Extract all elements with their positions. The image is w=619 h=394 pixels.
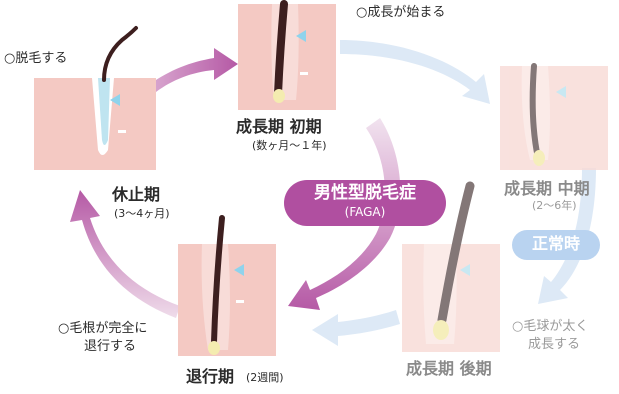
anagen-mid-title: 成長期 中期 (504, 179, 590, 198)
anagen-late-note-line2: 成長する (528, 337, 581, 352)
anagen-early-note: ○成長が始まる (356, 5, 446, 20)
telogen-follicle-icon (34, 26, 156, 170)
faga-pill-shape (284, 180, 446, 226)
arrow-telogen-to-anagen (150, 48, 238, 92)
normal-label: 正常時 (531, 234, 580, 253)
faga-abbreviation: (FAGA) (344, 205, 386, 219)
anagen-mid-follicle-icon (500, 63, 608, 170)
anagen-late-title: 成長期 後期 (406, 359, 492, 378)
arrow-faga-shortcut (288, 118, 401, 310)
anagen-late-follicle-icon (402, 181, 500, 352)
anagen-early-title: 成長期 初期 (236, 117, 322, 136)
telogen-title: 休止期 (112, 185, 161, 204)
anagen-late-note-line1: ○毛球が太く (512, 319, 589, 334)
telogen-note: ○脱毛する (4, 51, 68, 66)
catagen-note-line2: 退行する (84, 339, 137, 354)
arrow-early-to-mid (340, 40, 490, 104)
arrow-late-to-catagen (312, 310, 400, 346)
catagen-follicle-icon (178, 215, 276, 356)
faga-label: 男性型脱毛症 (314, 183, 416, 203)
normal-pill-shape (512, 230, 600, 260)
catagen-title: 退行期 (186, 367, 235, 386)
telogen-duration: (3〜4ヶ月) (114, 207, 170, 220)
anagen-mid-duration: (2〜6年) (532, 199, 577, 212)
anagen-early-duration: (数ヶ月〜１年) (252, 139, 327, 152)
catagen-note-line1: ○毛根が完全に (58, 321, 148, 336)
arrow-catagen-to-telogen (70, 190, 180, 318)
arrow-mid-to-late (538, 168, 596, 304)
catagen-duration: (2週間) (246, 371, 284, 384)
anagen-early-follicle-icon (238, 0, 336, 110)
